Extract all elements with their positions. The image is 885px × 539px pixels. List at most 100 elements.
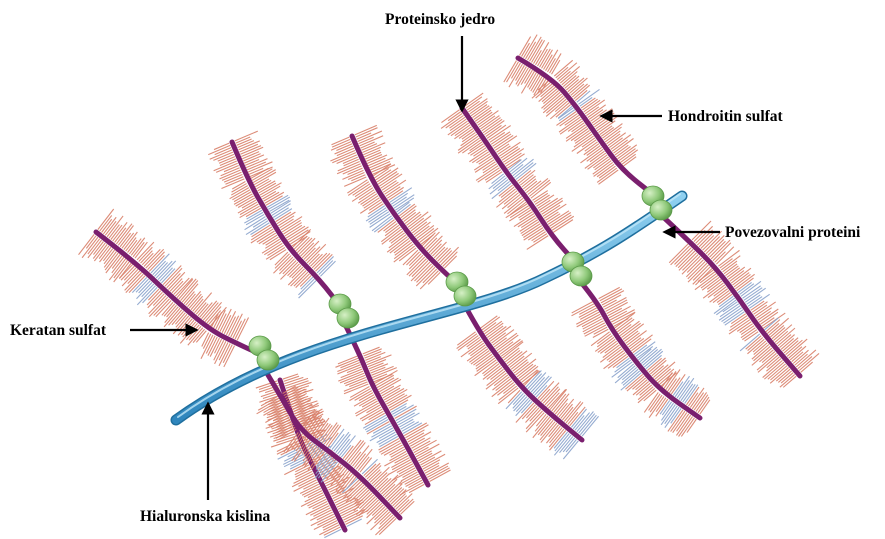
chondroitin-sulfate-chain xyxy=(575,132,591,143)
chondroitin-sulfate-chain xyxy=(597,336,612,347)
chondroitin-sulfate-chain xyxy=(581,98,595,108)
hyaluronic-acid-strand xyxy=(176,194,682,420)
chondroitin-sulfate-chain xyxy=(594,162,613,176)
chondroitin-sulfate-chain xyxy=(288,269,304,285)
chondroitin-sulfate-chain xyxy=(391,458,409,468)
chondroitin-sulfate-chain xyxy=(562,407,573,420)
chondroitin-sulfate-chain xyxy=(88,240,102,258)
chondroitin-sulfate-chain xyxy=(235,131,258,141)
chondroitin-sulfate-chain xyxy=(618,145,637,159)
chondroitin-sulfate-chain xyxy=(310,506,329,516)
chondroitin-sulfate-chain xyxy=(355,391,372,401)
chondroitin-sulfate-chain xyxy=(755,302,776,316)
chondroitin-sulfate-chain xyxy=(407,430,425,440)
chondroitin-sulfate-chain xyxy=(568,121,583,131)
chondroitin-sulfate-chain xyxy=(566,125,585,139)
chondroitin-sulfate-chain xyxy=(168,272,184,289)
chondroitin-sulfate-chain xyxy=(545,389,560,405)
chondroitin-sulfate-chain xyxy=(364,198,380,208)
chondroitin-sulfate-chain xyxy=(707,281,722,292)
chondroitin-sulfate-chain xyxy=(360,200,381,214)
chondroitin-sulfate-chain xyxy=(380,174,402,188)
chondroitin-sulfate-chain xyxy=(504,193,519,205)
chondroitin-sulfate-chain xyxy=(386,394,404,404)
chondroitin-sulfate-chain xyxy=(679,416,693,436)
keratan-sulfate-chain xyxy=(397,413,415,423)
chondroitin-sulfate-chain xyxy=(686,260,703,277)
chondroitin-sulfate-chain xyxy=(673,412,687,432)
chondroitin-sulfate-chain xyxy=(406,214,421,225)
keratan-sulfate-chain xyxy=(722,308,742,322)
keratan-sulfate-chain xyxy=(506,392,522,409)
keratan-sulfate-chain xyxy=(555,433,569,451)
chondroitin-sulfate-chain xyxy=(532,40,545,62)
keratan-sulfate-chain xyxy=(575,413,590,431)
chondroitin-sulfate-chain xyxy=(214,340,224,360)
chondroitin-sulfate-chain xyxy=(267,245,283,255)
chondroitin-sulfate-chain xyxy=(735,274,754,288)
chondroitin-sulfate-chain xyxy=(688,261,705,278)
chondroitin-sulfate-chain xyxy=(405,425,428,438)
chondroitin-sulfate-chain xyxy=(234,194,252,205)
keratan-sulfate-chain xyxy=(661,404,675,424)
core-protein xyxy=(462,108,575,262)
chondroitin-sulfate-chain xyxy=(472,152,489,163)
keratan-sulfate-chain xyxy=(377,432,396,443)
chondroitin-sulfate-chain xyxy=(551,215,572,228)
chondroitin-sulfate-chain xyxy=(480,116,499,129)
chondroitin-sulfate-chain xyxy=(502,194,520,208)
chondroitin-sulfate-chain xyxy=(394,496,406,508)
chondroitin-sulfate-chain xyxy=(240,204,258,214)
chondroitin-sulfate-chain xyxy=(616,146,630,157)
chondroitin-sulfate-chain xyxy=(499,142,520,156)
chondroitin-sulfate-chain xyxy=(115,228,126,243)
chondroitin-sulfate-chain xyxy=(229,316,239,336)
chondroitin-sulfate-chain xyxy=(281,217,302,230)
chondroitin-sulfate-chain xyxy=(543,387,558,404)
chondroitin-sulfate-chain xyxy=(467,347,486,361)
keratan-sulfate-chain xyxy=(685,385,698,404)
chondroitin-sulfate-chain xyxy=(565,115,579,125)
keratan-sulfate-chain xyxy=(641,349,657,363)
chondroitin-sulfate-chain xyxy=(449,117,464,128)
chondroitin-sulfate-chain xyxy=(484,121,504,135)
chondroitin-sulfate-chain xyxy=(496,379,511,391)
chondroitin-sulfate-chain xyxy=(767,357,780,368)
chondroitin-sulfate-chain xyxy=(393,493,406,505)
link-protein-globule xyxy=(650,200,672,220)
chondroitin-sulfate-chain xyxy=(422,454,445,467)
chondroitin-sulfate-chain xyxy=(676,415,690,435)
chondroitin-sulfate-chain xyxy=(389,231,403,242)
chondroitin-sulfate-chain xyxy=(721,256,740,270)
chondroitin-sulfate-chain xyxy=(259,183,276,193)
chondroitin-sulfate-chain xyxy=(676,249,693,266)
chondroitin-sulfate-chain xyxy=(607,349,622,361)
chondroitin-sulfate-chain xyxy=(387,187,403,198)
chondroitin-sulfate-chain xyxy=(701,236,714,249)
chondroitin-sulfate-chain xyxy=(468,343,483,354)
chondroitin-sulfate-chain xyxy=(409,218,423,229)
chondroitin-sulfate-chain xyxy=(378,478,391,490)
chondroitin-sulfate-chain xyxy=(340,373,364,383)
chondroitin-sulfate-chain xyxy=(759,350,773,362)
chondroitin-sulfate-chain xyxy=(768,364,786,379)
chondroitin-sulfate-chain xyxy=(517,171,531,182)
chondroitin-sulfate-chain xyxy=(778,371,791,383)
chondroitin-sulfate-chain xyxy=(600,289,622,301)
chondroitin-sulfate-chain xyxy=(528,230,544,240)
chondroitin-sulfate-chain xyxy=(609,351,624,362)
keratan-sulfate-chain xyxy=(740,284,754,295)
chondroitin-sulfate-chain xyxy=(754,346,771,361)
chondroitin-sulfate-chain xyxy=(709,241,725,257)
chondroitin-sulfate-chain xyxy=(236,196,254,206)
chondroitin-sulfate-chain xyxy=(285,225,302,236)
chondroitin-sulfate-chain xyxy=(464,93,483,106)
chondroitin-sulfate-chain xyxy=(214,161,237,171)
chondroitin-sulfate-chain xyxy=(582,316,601,326)
chondroitin-sulfate-chain xyxy=(783,376,796,387)
chondroitin-sulfate-chain xyxy=(590,151,604,162)
chondroitin-sulfate-chain xyxy=(381,227,400,242)
keratan-sulfate-chain xyxy=(274,209,291,220)
